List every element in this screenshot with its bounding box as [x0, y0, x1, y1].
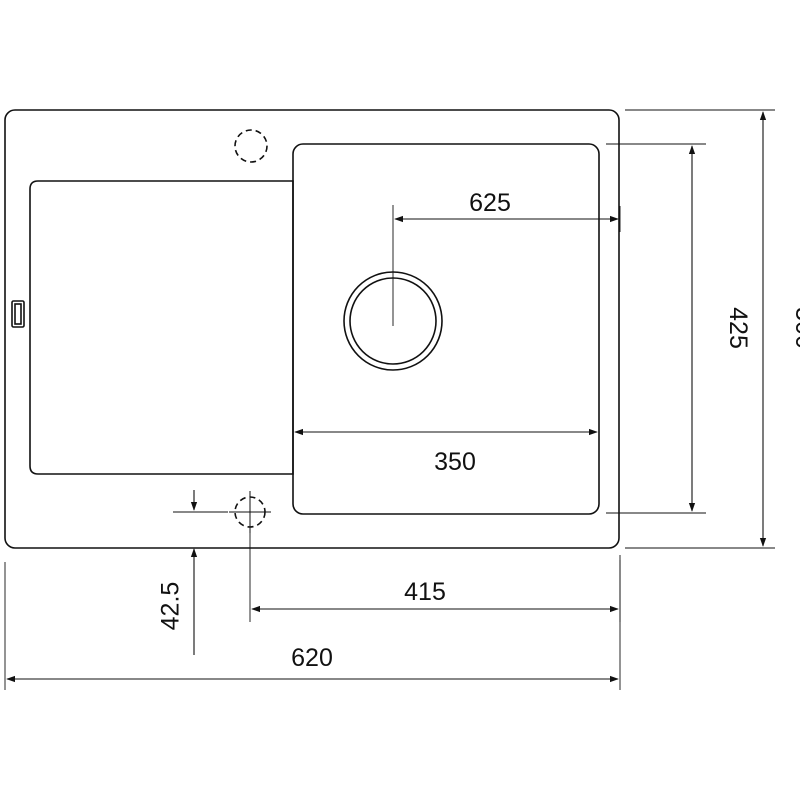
dashed-circle-crosshair-icon	[229, 491, 271, 533]
dim-label-620: 620	[291, 644, 333, 672]
overflow-slot-inner	[14, 303, 22, 325]
sink-outline	[4, 109, 620, 549]
dim-label-425: 425	[724, 307, 752, 349]
overflow-slot-icon	[11, 300, 25, 328]
dim-label-625: 625	[469, 189, 511, 217]
dashed-circle-icon	[234, 129, 268, 163]
drainer-area	[29, 180, 294, 475]
dim-label-500: 500	[790, 307, 800, 349]
bowl-outline	[292, 143, 600, 515]
dim-label-42-5: 42.5	[157, 582, 185, 631]
dim-label-415: 415	[404, 578, 446, 606]
dim-label-350: 350	[434, 448, 476, 476]
